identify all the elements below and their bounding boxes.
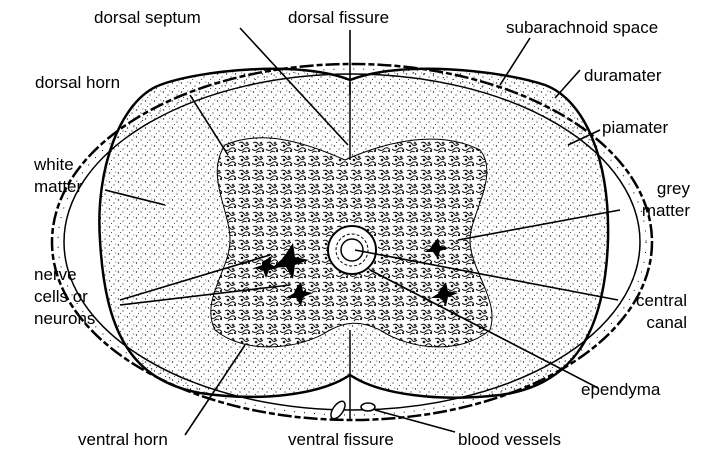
blood-vessel [361,403,375,411]
label-ependyma: ependyma [581,380,660,400]
label-ventral-horn: ventral horn [78,430,168,450]
label-nerve-cells: nerve cells or neurons [34,264,95,330]
label-white-matter: white matter [34,154,82,198]
label-nerve-cells-line2: cells or [34,286,95,308]
label-duramater: duramater [584,66,661,86]
label-grey-matter: grey matter [628,178,690,222]
label-subarachnoid-space: subarachnoid space [506,18,658,38]
label-central-canal: central canal [625,290,687,334]
label-piamater: piamater [602,118,668,138]
label-dorsal-horn: dorsal horn [35,73,120,93]
label-white-matter-line1: white [34,154,82,176]
label-dorsal-septum: dorsal septum [94,8,201,28]
label-grey-matter-line1: grey [628,178,690,200]
label-dorsal-fissure: dorsal fissure [288,8,389,28]
label-blood-vessels: blood vessels [458,430,561,450]
label-central-canal-line2: canal [625,312,687,334]
label-ventral-fissure: ventral fissure [288,430,394,450]
label-nerve-cells-line3: neurons [34,308,95,330]
label-white-matter-line2: matter [34,176,82,198]
label-nerve-cells-line1: nerve [34,264,95,286]
label-central-canal-line1: central [625,290,687,312]
label-grey-matter-line2: matter [628,200,690,222]
